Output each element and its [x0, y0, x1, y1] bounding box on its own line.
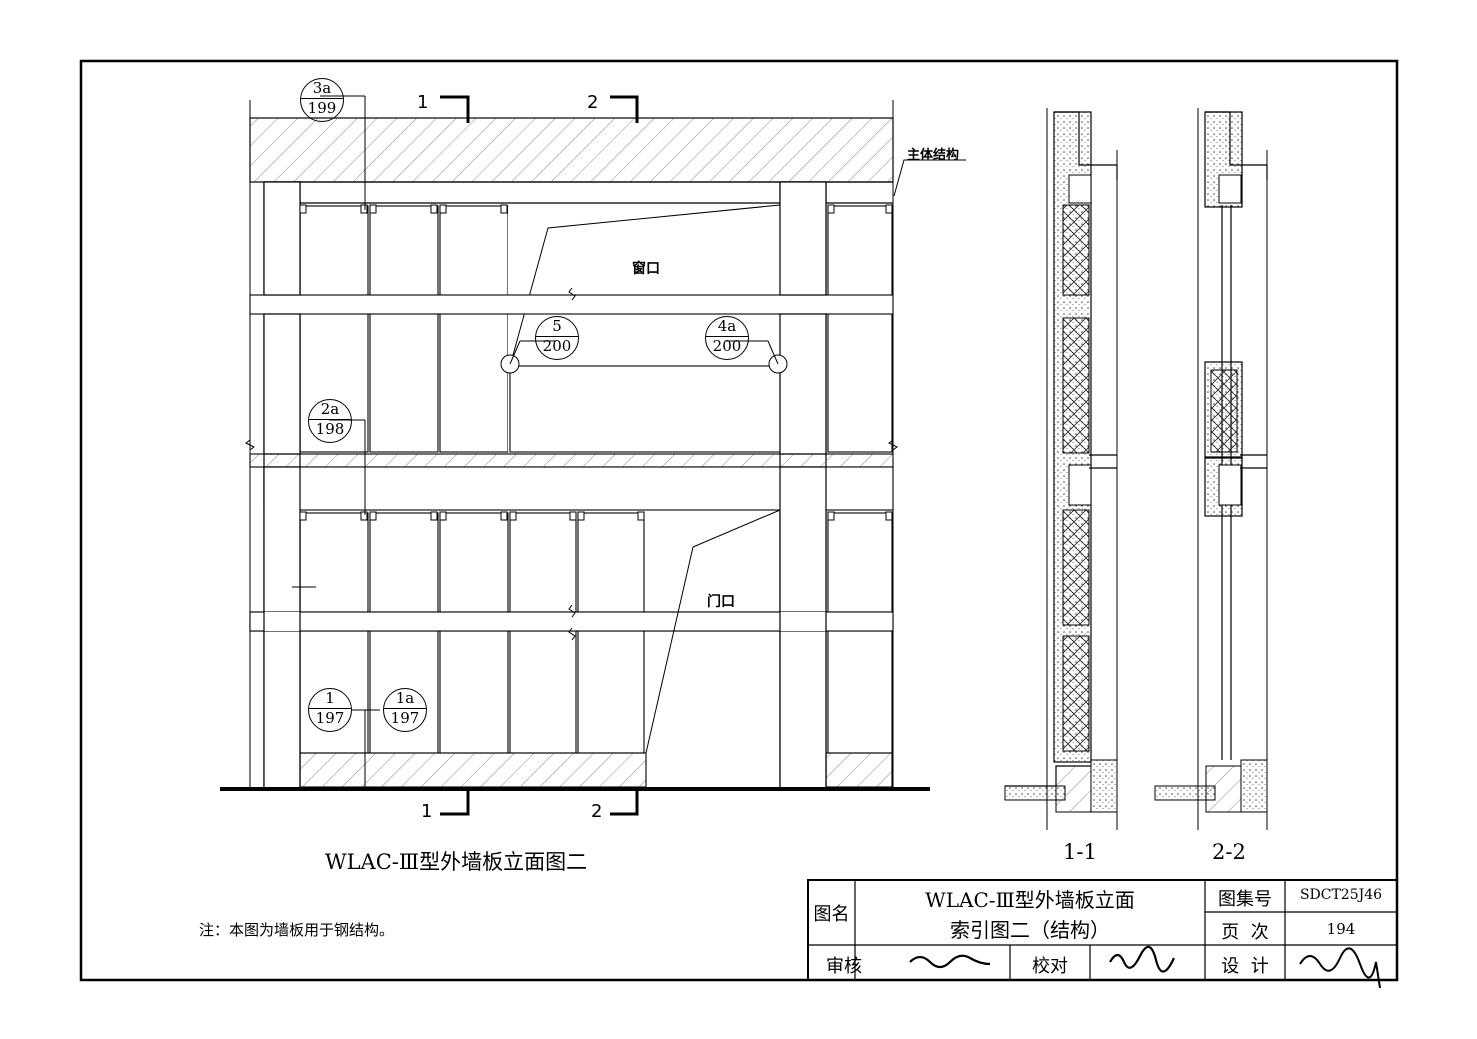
section-marks: [440, 95, 639, 816]
window-diagonal: [509, 204, 781, 367]
section-1-1-title: 1-1: [1063, 840, 1097, 864]
section-1-1: [1004, 108, 1118, 830]
tb-design-label: 设 计: [1221, 956, 1269, 977]
middle-floor-slab: [249, 453, 894, 468]
top-concrete-beam: [249, 117, 894, 183]
callout-bottom: 200: [712, 337, 742, 355]
section-mark-2-top: 2: [587, 92, 599, 113]
callout-bottom: 198: [315, 420, 345, 438]
tb-atlas-label: 图集号: [1218, 889, 1272, 910]
panel-connectors: [299, 204, 893, 521]
tb-page-value: 194: [1326, 920, 1356, 938]
callout-4a-200: 4a 200: [705, 316, 749, 360]
door-label: 门口: [707, 594, 735, 610]
main-structure-label: 主体结构: [907, 148, 960, 163]
callout-3a-199: 3a 199: [300, 78, 344, 122]
checker-signature: [1109, 945, 1175, 973]
callout-bottom: 197: [390, 709, 420, 727]
tb-atlas-value: SDCT25J46: [1299, 887, 1383, 903]
sheet-note: 注：本图为墙板用于钢结构。: [199, 921, 395, 939]
callout-top: 4a: [706, 317, 748, 337]
callout-1-197: 1 197: [308, 688, 352, 732]
section-mark-2-bottom: 2: [591, 801, 603, 822]
girt-upper: [249, 294, 894, 315]
tb-check-label: 校对: [1032, 956, 1068, 977]
section-2-2: [1154, 108, 1268, 830]
section-mark-1-top: 1: [417, 92, 429, 113]
tb-page-label: 页 次: [1221, 922, 1269, 943]
reviewer-signature: [909, 954, 991, 969]
bottom-curb: [299, 752, 647, 788]
tb-name-value-2: 索引图二（结构）: [950, 918, 1110, 942]
door-diagonal: [645, 509, 781, 754]
callout-top: 2a: [309, 400, 351, 420]
tb-name-label: 图名: [813, 904, 850, 925]
callout-top: 5: [536, 317, 578, 337]
section-mark-1-bottom: 1: [421, 801, 433, 822]
callout-top: 1: [309, 689, 351, 709]
callout-top: 1a: [384, 689, 426, 709]
callout-top: 3a: [301, 79, 343, 99]
section-2-2-title: 2-2: [1212, 840, 1246, 864]
tb-review-label: 审核: [826, 956, 862, 977]
callout-bottom: 200: [542, 337, 572, 355]
designer-signature: [1299, 947, 1381, 989]
elevation-title: WLAC-Ⅲ型外墙板立面图二: [325, 850, 588, 874]
window-label: 窗口: [632, 261, 660, 277]
callout-5-200: 5 200: [535, 316, 579, 360]
callout-bottom: 199: [307, 99, 337, 117]
callout-2a-198: 2a 198: [308, 399, 352, 443]
sheet-border: [79, 59, 1399, 982]
tb-name-value-1: WLAC-Ⅲ型外墙板立面: [925, 888, 1135, 912]
callout-bottom: 197: [315, 709, 345, 727]
title-block: [807, 879, 1398, 989]
callout-1a-197: 1a 197: [383, 688, 427, 732]
